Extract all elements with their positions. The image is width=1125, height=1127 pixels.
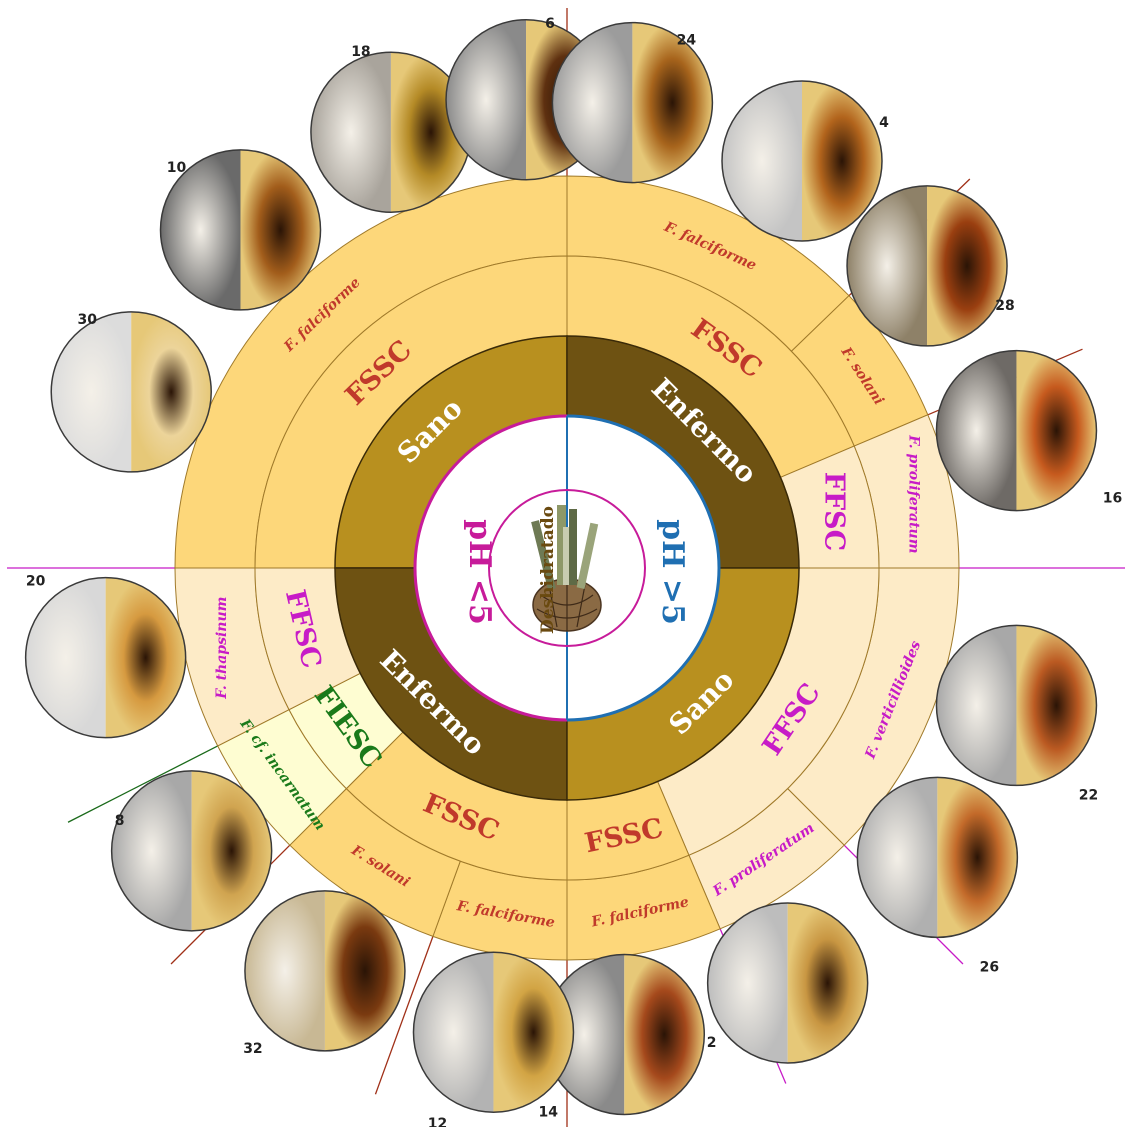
isolate-plate — [722, 81, 882, 241]
isolate-number: 4 — [879, 115, 889, 131]
isolate-plate — [936, 351, 1096, 511]
isolate-plate — [708, 903, 868, 1063]
isolate-number: 6 — [545, 16, 555, 32]
isolate-number: 30 — [77, 312, 97, 328]
species-label: F. proliferatum — [905, 434, 921, 553]
isolate-number: 8 — [115, 813, 125, 829]
isolate-plate — [311, 52, 471, 212]
isolate-plate — [847, 186, 1007, 346]
center-label: Deshidratado — [538, 506, 558, 634]
isolate-number: 14 — [539, 1104, 559, 1120]
isolate-number: 28 — [995, 298, 1014, 314]
isolate-plate — [857, 777, 1017, 937]
center-group: Deshidratado pH <5 pH >5 — [415, 416, 719, 720]
isolate-plate — [26, 578, 186, 738]
isolate-number: 10 — [167, 160, 187, 176]
ph-high-label: pH >5 — [655, 519, 690, 625]
species-label: F. thapsinum — [214, 597, 230, 700]
isolate-number: 20 — [26, 574, 46, 590]
isolate-number: 26 — [980, 959, 999, 975]
isolate-number: 24 — [677, 33, 697, 49]
isolate-plate — [51, 312, 211, 472]
complex-label: FFSC — [819, 472, 850, 551]
isolate-number: 2 — [707, 1035, 717, 1051]
isolate-number: 16 — [1103, 491, 1122, 507]
ph-low-label: pH <5 — [462, 519, 497, 625]
isolate-number: 22 — [1079, 787, 1098, 803]
isolate-number: 18 — [351, 44, 370, 60]
isolate-plate — [413, 952, 573, 1112]
isolate-number: 12 — [428, 1116, 447, 1127]
isolate-plate — [245, 891, 405, 1051]
isolate-number: 32 — [243, 1041, 262, 1057]
isolate-plate — [936, 625, 1096, 785]
isolate-plate — [112, 771, 272, 931]
